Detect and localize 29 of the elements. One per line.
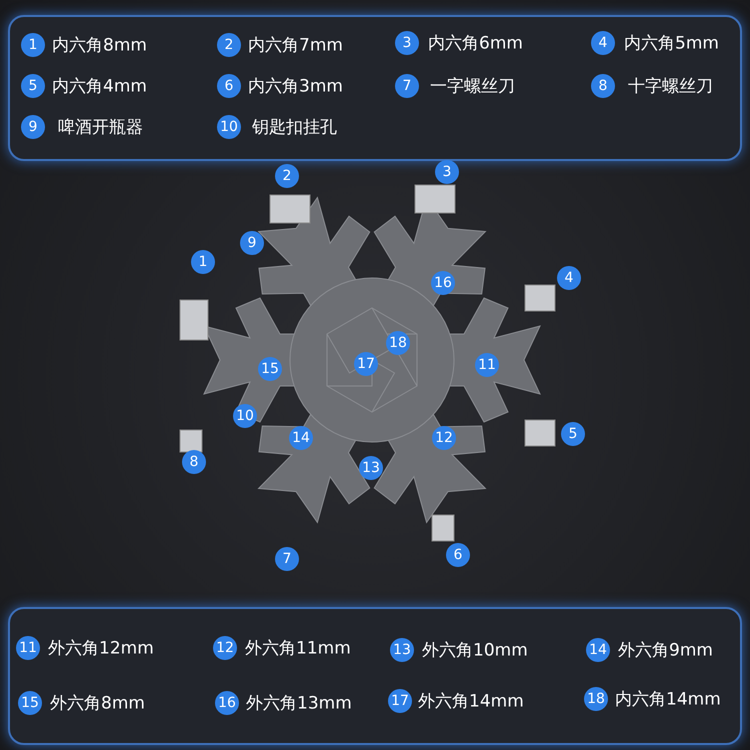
- tool-size-label: 啤酒开瓶器: [58, 116, 143, 138]
- tool-size-label: 内六角6mm: [428, 32, 523, 54]
- tool-size-label: 外六角8mm: [50, 692, 145, 714]
- callout-number: 8: [182, 450, 206, 474]
- tool-size-label: 外六角10mm: [422, 640, 528, 662]
- tool-size-label: 一字螺丝刀: [430, 76, 515, 98]
- tool-size-label: 内六角5mm: [624, 32, 719, 54]
- tool-size-label: 外六角12mm: [48, 638, 154, 660]
- callout-number: 2: [275, 164, 299, 188]
- callout-number: 6: [446, 543, 470, 567]
- tool-size-label: 外六角14mm: [418, 690, 524, 712]
- callout-number: 7: [275, 547, 299, 571]
- tool-size-label: 十字螺丝刀: [628, 76, 713, 98]
- tool-size-label: 内六角7mm: [248, 34, 343, 56]
- tool-size-label: 内六角3mm: [248, 76, 343, 98]
- tool-size-label: 内六角8mm: [52, 34, 147, 56]
- tool-size-label: 外六角9mm: [618, 640, 713, 662]
- callout-number: 9: [240, 231, 264, 255]
- tool-size-label: 外六角13mm: [246, 692, 352, 714]
- tool-size-label: 钥匙扣挂孔: [252, 116, 337, 138]
- callout-number: 10: [233, 404, 257, 428]
- callout-number: 5: [561, 422, 585, 446]
- tool-size-label: 外六角11mm: [245, 638, 351, 660]
- tool-size-label: 内六角14mm: [615, 688, 721, 710]
- callout-number: 3: [435, 160, 459, 184]
- callout-number: 13: [359, 456, 383, 480]
- callout-number: 4: [557, 266, 581, 290]
- callout-number: 1: [191, 250, 215, 274]
- tool-size-label: 内六角4mm: [52, 76, 147, 98]
